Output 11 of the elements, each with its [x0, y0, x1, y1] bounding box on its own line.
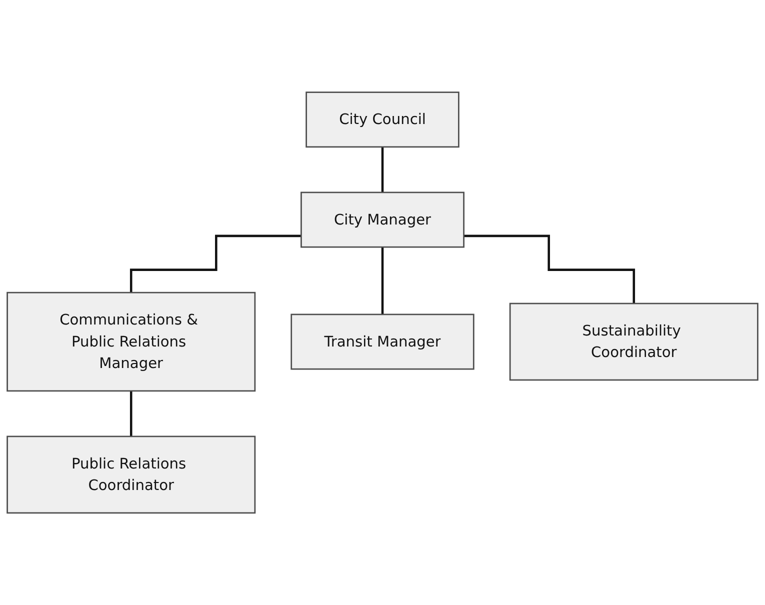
connector [464, 234, 636, 305]
node-box: City Council [306, 92, 460, 148]
connector [130, 390, 132, 438]
connector [130, 234, 302, 294]
node-box: Transit Manager [290, 314, 474, 370]
node-box: Public Relations Coordinator [6, 436, 256, 514]
node-box: Sustainability Coordinator [509, 302, 758, 381]
node-box: Communications & Public Relations Manager [6, 292, 256, 392]
node-box: City Manager [300, 192, 464, 248]
connector [381, 146, 384, 194]
connector [381, 246, 384, 316]
